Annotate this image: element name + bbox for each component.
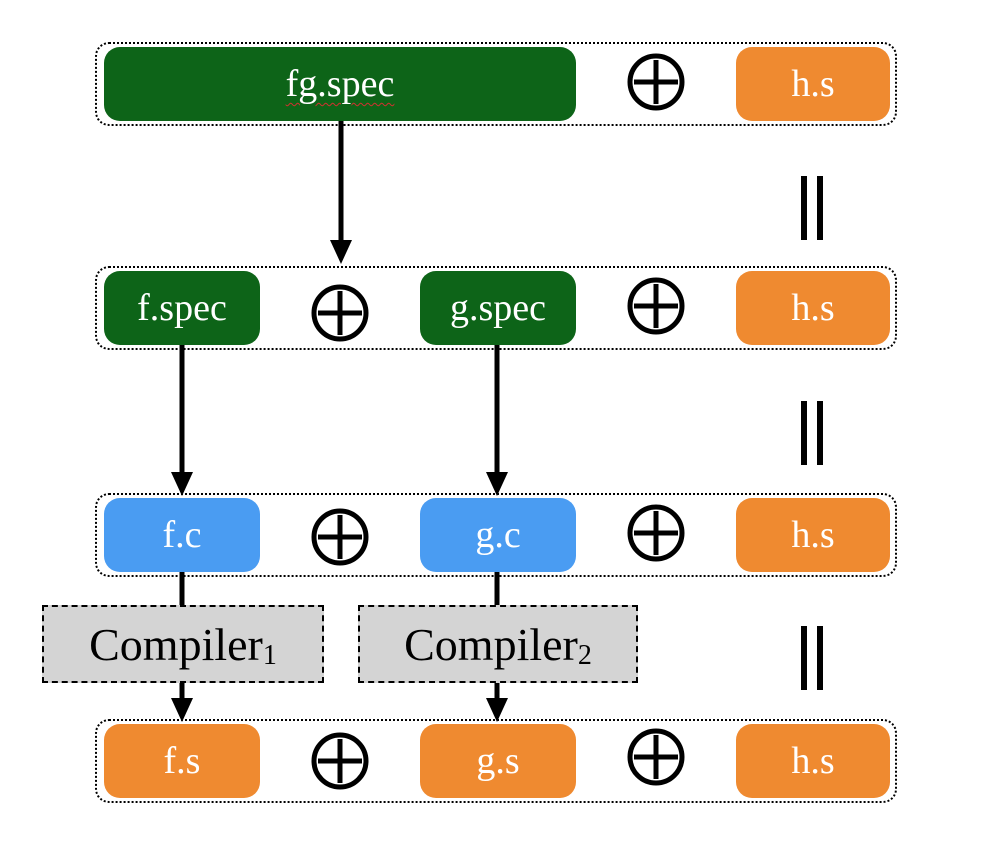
node-label: f.s [163, 740, 201, 782]
oplus-icon [311, 284, 369, 342]
node-g-spec: g.spec [420, 271, 576, 345]
oplus-icon [311, 508, 369, 566]
node-h-s: h.s [736, 47, 890, 121]
compiler-label: Compiler [404, 618, 578, 670]
double-bar-equals-icon [801, 626, 823, 690]
node-g-c: g.c [420, 498, 576, 572]
node-label: f.spec [137, 287, 227, 329]
oplus-icon [627, 728, 685, 786]
double-bar-equals-icon [801, 176, 823, 240]
node-f-spec: f.spec [104, 271, 260, 345]
node-g-s: g.s [420, 724, 576, 798]
node-label: f.c [162, 514, 202, 556]
node-label: fg.spec [285, 63, 395, 105]
row-f-g-s [95, 719, 897, 803]
node-label: h.s [791, 63, 835, 105]
node-label: g.s [476, 740, 520, 782]
node-label: g.spec [449, 287, 547, 329]
node-label: h.s [791, 514, 835, 556]
arrowhead [486, 472, 508, 496]
oplus-icon [627, 277, 685, 335]
node-f-c: f.c [104, 498, 260, 572]
row-fg-spec [95, 42, 897, 126]
compiler-subscript: 1 [262, 640, 277, 671]
node-h-s: h.s [736, 271, 890, 345]
node-h-s: h.s [736, 498, 890, 572]
node-label: h.s [791, 287, 835, 329]
compiler-subscript: 2 [577, 640, 592, 671]
node-label: g.c [475, 514, 521, 556]
oplus-icon [627, 504, 685, 562]
node-h-s: h.s [736, 724, 890, 798]
arrowhead [171, 472, 193, 496]
double-bar-equals-icon [801, 401, 823, 465]
arrowhead [330, 240, 352, 264]
compiler-label: Compiler [89, 618, 263, 670]
oplus-icon [311, 732, 369, 790]
node-f-s: f.s [104, 724, 260, 798]
arrowhead [171, 698, 193, 722]
node-label: h.s [791, 740, 835, 782]
arrowhead [486, 698, 508, 722]
node-fg-spec: fg.spec [104, 47, 576, 121]
oplus-icon [627, 53, 685, 111]
